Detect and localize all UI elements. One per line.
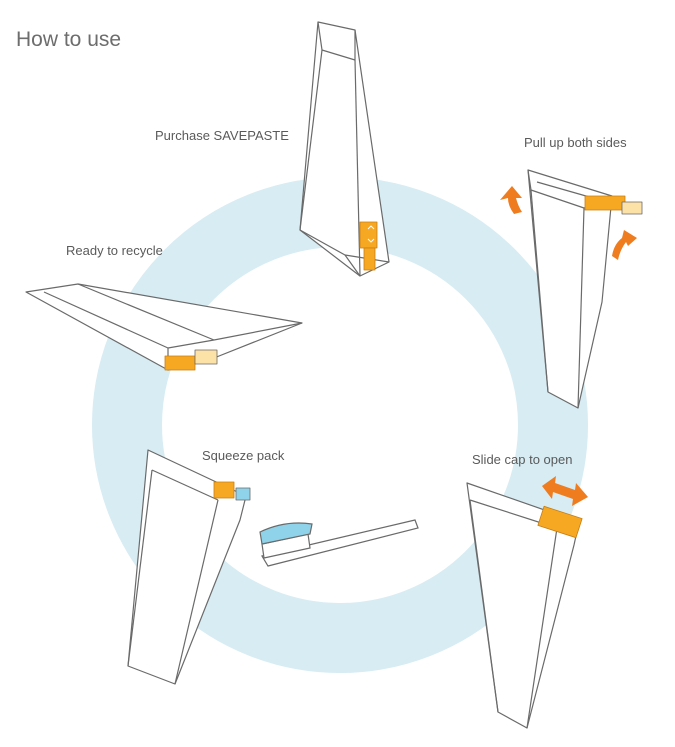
curved-up-arrows-icon — [500, 186, 637, 260]
step-label-recycle: Ready to recycle — [66, 243, 163, 258]
step-purchase-pack — [299, 21, 390, 277]
step-recycle-pack — [25, 283, 303, 371]
toothbrush-icon — [259, 519, 419, 567]
step-label-slide-cap: Slide cap to open — [472, 452, 573, 467]
double-headed-arrow-icon — [542, 476, 588, 506]
step-label-pull-up: Pull up both sides — [524, 135, 627, 150]
step-slide-cap-pack — [466, 482, 583, 729]
step-pull-up-pack — [527, 169, 643, 409]
step-label-purchase: Purchase SAVEPASTE — [155, 128, 289, 143]
step-squeeze-pack — [127, 449, 251, 685]
page-title: How to use — [16, 28, 122, 51]
step-label-squeeze: Squeeze pack — [202, 448, 285, 463]
